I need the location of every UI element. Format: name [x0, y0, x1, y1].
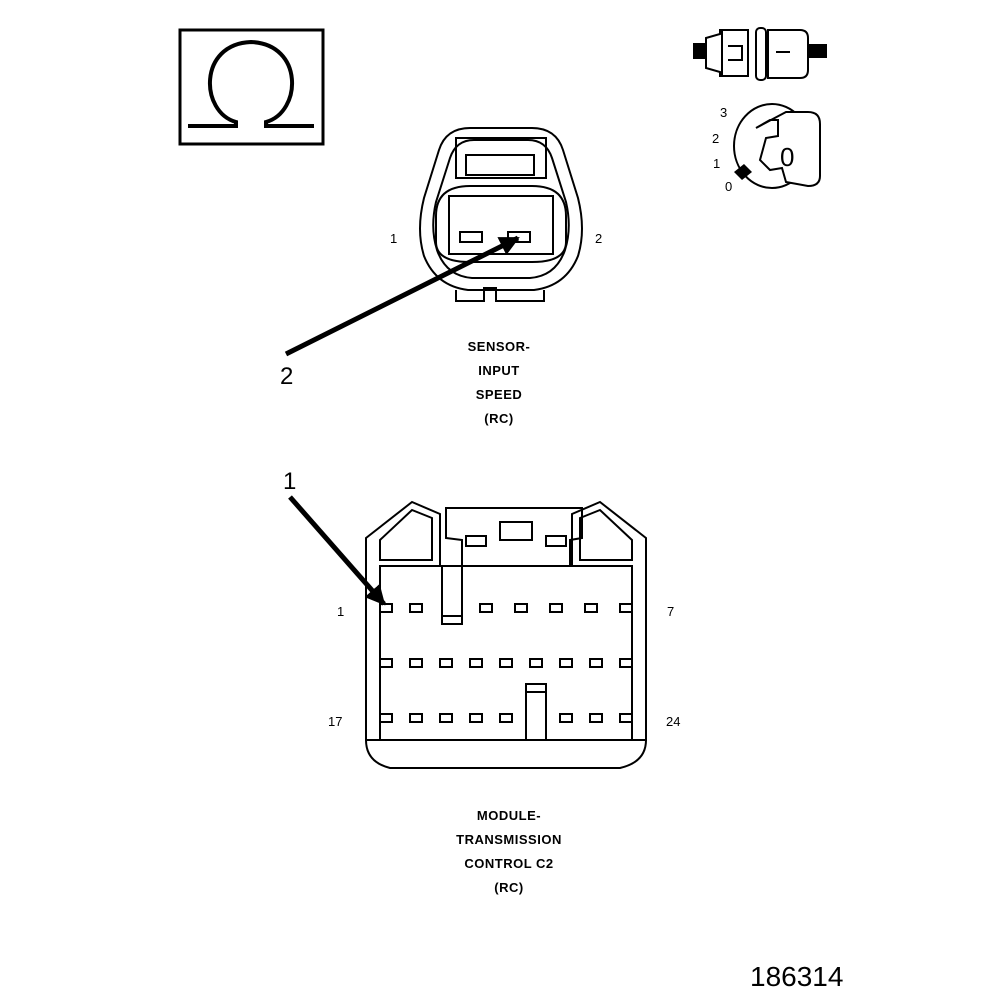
pin-cavity	[559, 658, 573, 668]
key-label: 0	[780, 142, 794, 172]
pin-cavity	[379, 603, 393, 613]
module-caption-line-2: TRANSMISSION	[456, 832, 562, 847]
key-position-3: 3	[720, 105, 727, 120]
sensor-connector-2pin-icon	[419, 127, 583, 302]
module-pin-cavities	[379, 603, 633, 723]
pin-cavity	[514, 603, 528, 613]
sensor-pin-2-label: 2	[595, 231, 602, 246]
pin-cavity	[559, 713, 573, 723]
pin-cavity	[584, 603, 598, 613]
module-caption: MODULE- TRANSMISSION CONTROL C2 (RC)	[456, 808, 562, 895]
pin-cavity	[409, 713, 423, 723]
sensor-caption-line-3: SPEED	[476, 387, 523, 402]
callout-1-label: 1	[283, 468, 296, 495]
pin-cavity	[379, 658, 393, 668]
callout-2-arrow	[284, 235, 520, 357]
pin-cavity	[439, 713, 453, 723]
sensor-caption-line-1: SENSOR-	[468, 339, 531, 354]
ignition-key-icon: 3 2 1 0 0	[712, 103, 821, 194]
module-caption-line-3: CONTROL C2	[464, 856, 553, 871]
pin-cavity	[409, 603, 423, 613]
module-caption-line-1: MODULE-	[477, 808, 541, 823]
key-position-0: 0	[725, 179, 732, 194]
module-caption-line-4: (RC)	[494, 880, 523, 895]
pin-cavity	[379, 713, 393, 723]
callout-2: 2	[280, 235, 520, 390]
pin-cavity	[479, 603, 493, 613]
callout-1-arrow	[288, 495, 386, 606]
ohmmeter-omega-icon	[178, 28, 325, 146]
sensor-caption: SENSOR- INPUT SPEED (RC)	[468, 339, 531, 426]
module-connector-24pin-icon	[365, 500, 647, 769]
pin-cavity	[529, 658, 543, 668]
callout-1: 1	[283, 468, 386, 606]
module-pin-7-label: 7	[667, 604, 674, 619]
sensor-caption-line-2: INPUT	[478, 363, 520, 378]
sensor-caption-line-4: (RC)	[484, 411, 513, 426]
module-pin-1-label: 1	[337, 604, 344, 619]
module-pin-24-label: 24	[666, 714, 680, 729]
callout-2-label: 2	[280, 363, 293, 390]
pin-cavity	[619, 713, 633, 723]
pin-cavity	[469, 658, 483, 668]
pin-cavity	[439, 658, 453, 668]
pin-cavity	[469, 713, 483, 723]
pin-cavity	[589, 658, 603, 668]
harness-connector-icon	[693, 27, 827, 81]
module-pin-17-label: 17	[328, 714, 342, 729]
figure-id: 186314	[750, 961, 843, 992]
pin-cavity	[619, 603, 633, 613]
key-position-1: 1	[713, 156, 720, 171]
pin-cavity	[409, 658, 423, 668]
pin-cavity	[549, 603, 563, 613]
pin-cavity	[619, 658, 633, 668]
pin-cavity	[589, 713, 603, 723]
sensor-pin-1-label: 1	[390, 231, 397, 246]
pin-cavity	[499, 658, 513, 668]
pin-cavity	[499, 713, 513, 723]
key-position-2: 2	[712, 131, 719, 146]
